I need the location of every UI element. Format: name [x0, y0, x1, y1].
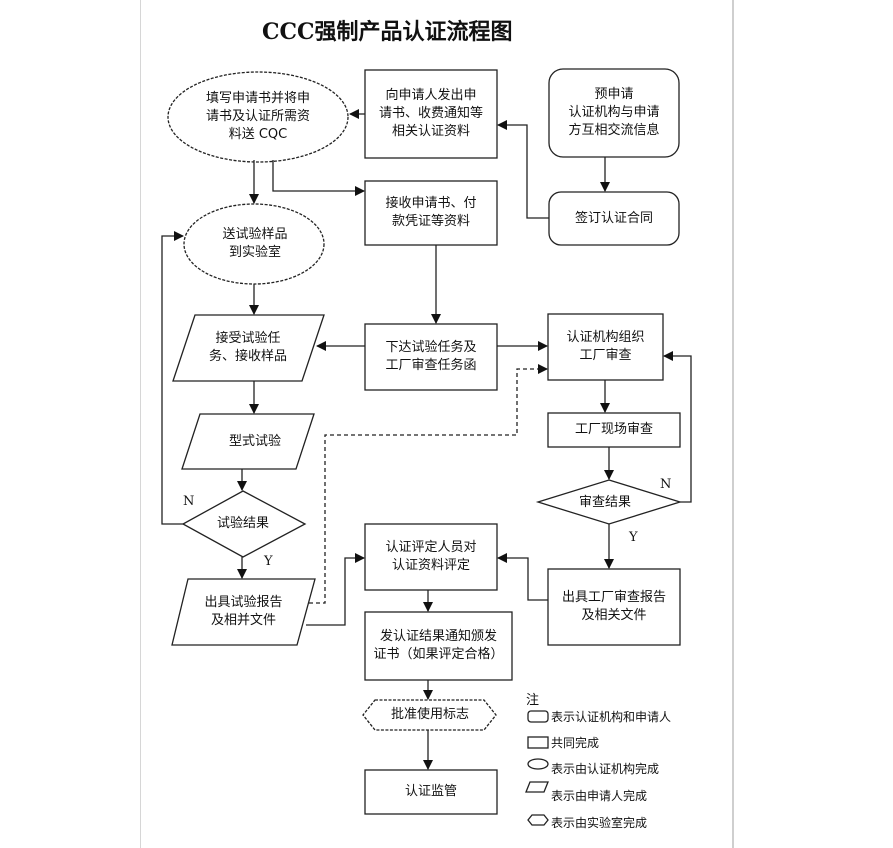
node-test-report: 出具试验报告 及相并文件: [204, 595, 283, 628]
connector: [497, 553, 548, 601]
audit-result-yes-label: Y: [629, 530, 638, 545]
node-pre-application: 预申请 认证机构与申请 方互相交流信息: [568, 87, 660, 138]
node-audit-result: 审查结果: [578, 495, 631, 510]
legend-rounded-rect-icon: [527, 710, 549, 723]
node-type-test: 型式试验: [228, 433, 281, 449]
pre-application-box: [548, 68, 680, 158]
dashed-connector: [309, 364, 548, 604]
page-title: CCC强制产品认证流程图: [262, 19, 513, 45]
legend-title: 注: [526, 693, 540, 708]
node-receive-application: 接收申请书、付 款凭证等资料: [385, 196, 477, 229]
test-result-diamond: [181, 490, 307, 558]
node-approve-mark: 批准使用标志: [390, 707, 469, 722]
node-accept-test-task: 接受试验任 务、接收样品: [208, 331, 287, 364]
legend-hexagon-icon: [527, 814, 549, 826]
legend-parallelogram-icon: [525, 781, 549, 793]
connector: [161, 231, 184, 525]
fill-application-ellipse: [167, 71, 349, 163]
node-fill-application: 填写申请书并将申 请书及认证所需资 料送 CQC: [205, 91, 310, 142]
accept-test-task-parallelogram: [172, 314, 325, 382]
legend-item-rect: 共同完成: [551, 736, 600, 750]
document-page: [140, 0, 734, 848]
node-supervision: 认证监管: [404, 784, 457, 799]
connector: [306, 553, 365, 626]
node-test-result: 试验结果: [216, 516, 269, 531]
connector: [497, 120, 549, 219]
node-issue-application: 向申请人发出申 请书、收费通知等 相关认证资料: [378, 88, 483, 139]
test-report-parallelogram: [171, 578, 316, 646]
supervision-box: [364, 769, 498, 815]
issue-test-task-box: [364, 323, 498, 391]
legend-item-rounded-rect: 表示认证机构和申请人: [551, 710, 672, 724]
node-onsite-audit: 工厂现场审查: [574, 422, 653, 437]
receive-application-box: [364, 180, 498, 246]
audit-result-no-label: N: [660, 477, 672, 492]
test-result-no-label: N: [183, 494, 195, 509]
node-factory-audit-report: 出具工厂审查报告 及相关文件: [561, 590, 666, 623]
test-result-yes-label: Y: [264, 554, 273, 569]
node-evaluate-materials: 认证评定人员对 认证资料评定: [385, 540, 477, 573]
node-sign-contract: 签订认证合同: [574, 210, 653, 226]
legend-item-parallelogram: 表示由申请人完成: [551, 789, 648, 803]
factory-report-box: [547, 568, 681, 646]
node-issue-test-task: 下达试验任务及 工厂审查任务函: [385, 340, 477, 373]
node-organize-factory-audit: 认证机构组织 工厂审查: [566, 330, 645, 363]
node-issue-certificate: 发认证结果通知颁发 证书（如果评定合格）: [373, 629, 504, 662]
legend-item-hexagon: 表示由实验室完成: [551, 816, 648, 830]
approve-mark-hexagon: [362, 699, 497, 731]
connector: [272, 160, 365, 196]
legend-ellipse-icon: [527, 758, 549, 770]
connector: [663, 351, 692, 503]
legend-rect-icon: [527, 736, 549, 749]
type-test-parallelogram: [181, 413, 315, 470]
node-send-samples: 送试验样品 到实验室: [222, 227, 288, 260]
onsite-audit-box: [547, 412, 681, 448]
legend-item-ellipse: 表示由认证机构完成: [551, 762, 660, 776]
issue-certificate-box: [364, 611, 513, 681]
